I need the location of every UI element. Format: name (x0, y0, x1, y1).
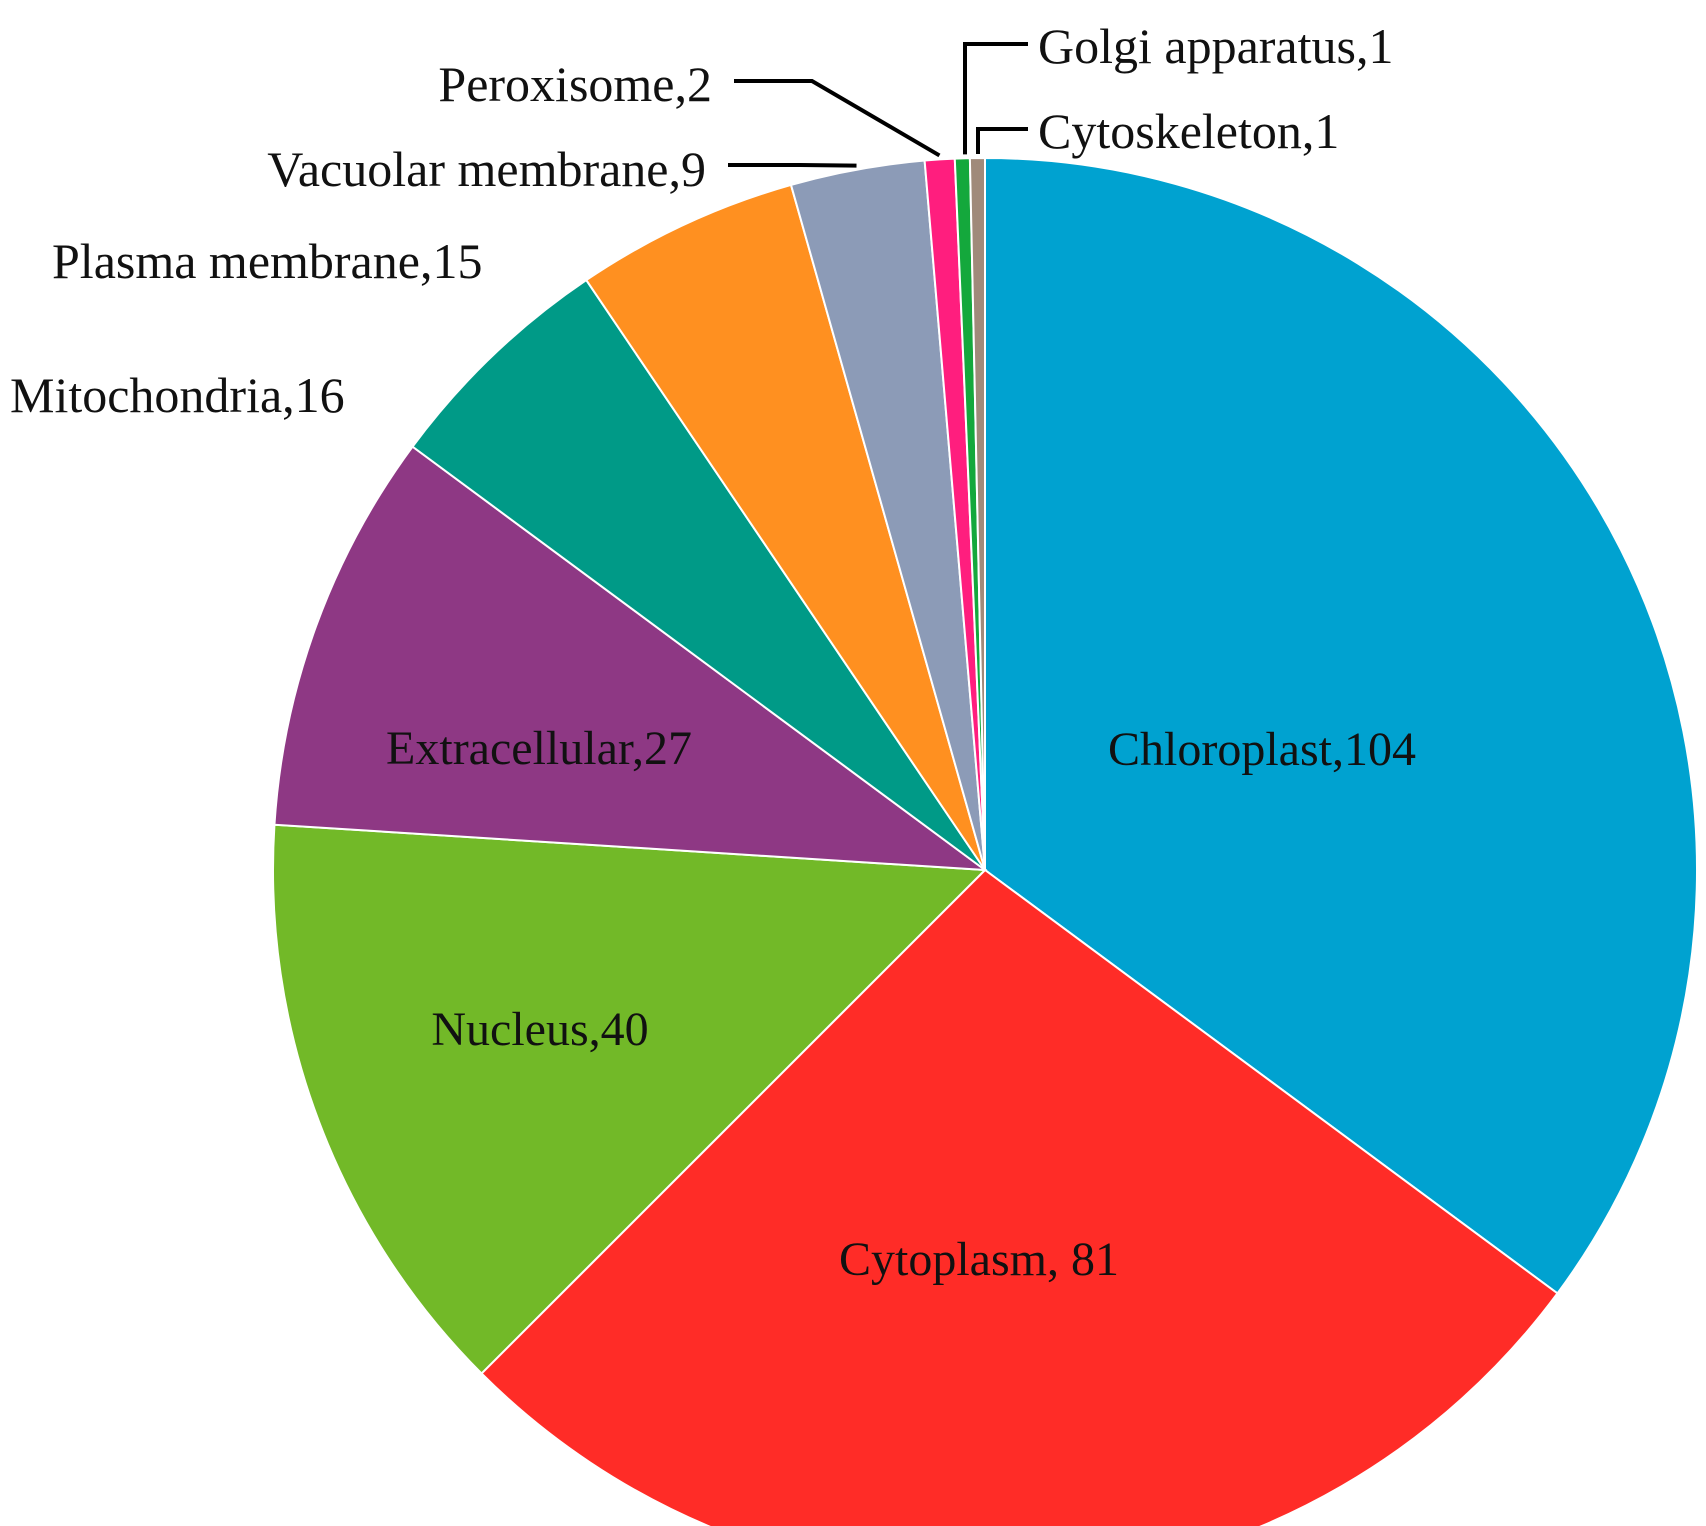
label-vacuolar-membrane: Vacuolar membrane,9 (267, 141, 706, 197)
slice-cytoplasm (480, 868, 1559, 1526)
label-peroxisome: Peroxisome,2 (438, 56, 712, 112)
leader-vacuolar-membrane (728, 163, 857, 168)
slice-mitochondria (411, 278, 986, 871)
label-chloroplast: Chloroplast,104 (1108, 723, 1416, 776)
pie-slices (272, 156, 1698, 1526)
slice-extracellular (273, 445, 989, 872)
slice-plasma-membrane (584, 183, 986, 871)
leader-cytoskeleton (976, 127, 1028, 155)
leader-peroxisome (734, 79, 941, 158)
leader-golgi-apparatus (963, 42, 1028, 155)
label-golgi-apparatus: Golgi apparatus,1 (1038, 18, 1393, 74)
label-extracellular: Extracellular,27 (386, 722, 692, 775)
label-cytoskeleton: Cytoskeleton,1 (1038, 103, 1339, 159)
slice-nucleus (272, 823, 988, 1375)
label-plasma-membrane: Plasma membrane,15 (52, 233, 482, 289)
slice-chloroplast (984, 156, 1698, 1295)
slice-cytoskeleton (968, 156, 986, 871)
leader-lines (728, 42, 1028, 168)
label-mitochondria: Mitochondria,16 (10, 367, 345, 423)
label-nucleus: Nucleus,40 (431, 1003, 648, 1056)
label-cytoplasm: Cytoplasm, 81 (839, 1233, 1119, 1286)
